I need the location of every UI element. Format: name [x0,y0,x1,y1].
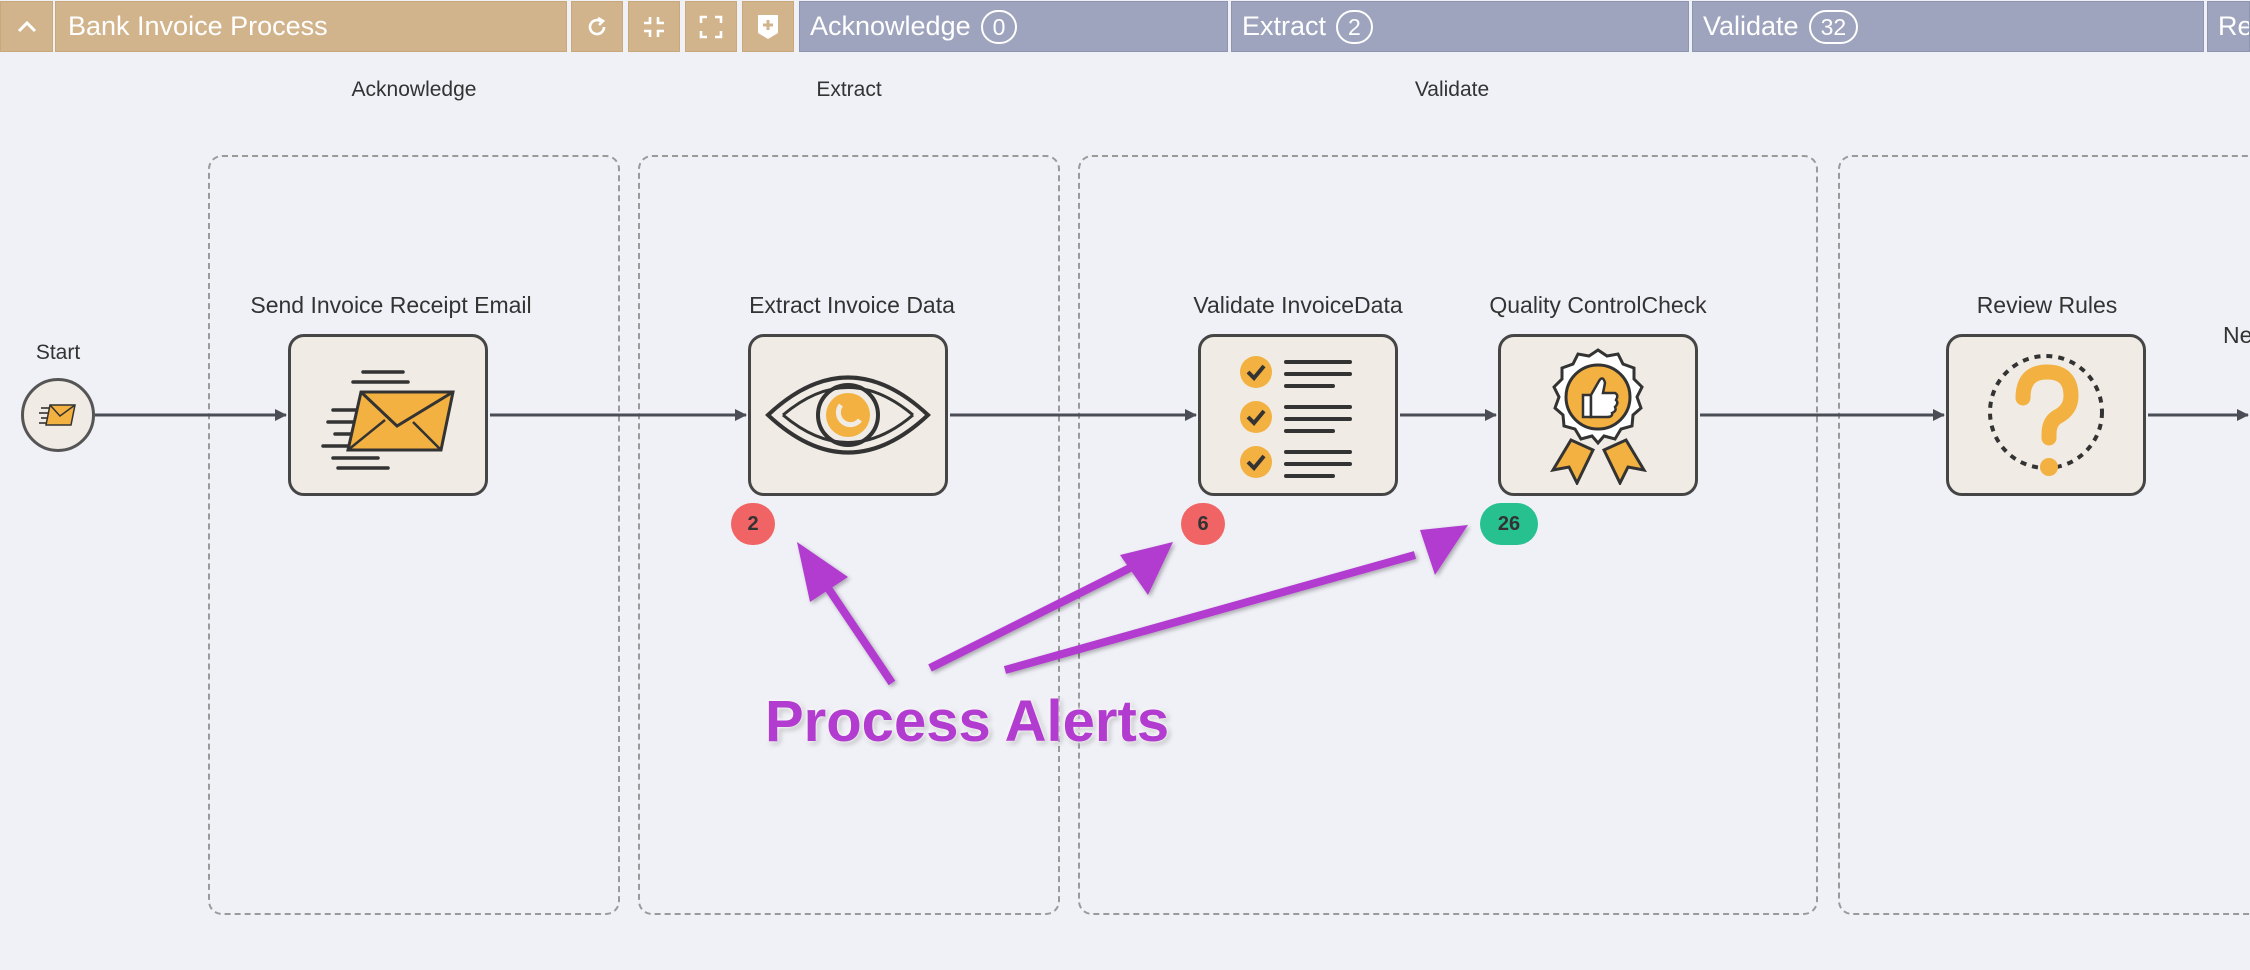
task-validate-invoicedata[interactable] [1198,334,1398,496]
stage-tab-acknowledge[interactable]: Acknowledge 0 [799,1,1228,52]
task-review-rules[interactable] [1946,334,2146,496]
alert-badge-validate-invoicedata[interactable]: 6 [1181,503,1225,545]
award-ribbon-icon [1549,348,1647,485]
add-note-button[interactable] [742,1,794,52]
refresh-icon [588,16,606,35]
stage-tab-extract[interactable]: Extract 2 [1231,1,1689,52]
stage-count-badge: 32 [1808,9,1859,44]
alert-badge-quality-controlcheck[interactable]: 26 [1480,503,1538,545]
sticky-note-plus-icon [758,14,778,39]
stage-count-badge: 2 [1336,9,1373,44]
collapse-all-button[interactable] [628,1,680,52]
task-label-review-rules: Review Rules [1976,292,2118,318]
task-label-extract-invoice-data: Extract Invoice Data [749,292,955,318]
task-send-invoice-receipt-email[interactable] [288,334,488,496]
start-event[interactable] [21,378,95,452]
stage-tab-validate[interactable]: Validate 32 [1692,1,2204,52]
task-extract-invoice-data[interactable] [748,334,948,496]
chevron-up-icon [17,20,36,32]
task-label-quality-controlcheck: Quality ControlCheck [1489,292,1707,318]
top-toolbar: Bank Invoice Process Acknowledge 0 Extr [0,0,2250,53]
refresh-button[interactable] [571,1,623,52]
process-title: Bank Invoice Process [55,1,567,52]
stage-header-extract: Extract [816,78,882,101]
task-label-validate-invoicedata: Validate InvoiceData [1193,292,1403,318]
stage-tab-review[interactable]: Re [2207,1,2250,52]
lane-validate [1078,155,1818,915]
stage-tab-label: Validate [1703,11,1799,41]
stage-header-acknowledge: Acknowledge [351,78,477,101]
stage-header-validate: Validate [1414,78,1490,101]
envelope-icon [321,370,455,470]
task-label-next-cut-off: Ne [2223,322,2250,348]
task-quality-controlcheck[interactable] [1498,334,1698,496]
stage-tab-label: Extract [1242,11,1327,41]
eye-icon [765,375,931,455]
alert-badge-extract-invoice-data[interactable]: 2 [731,503,775,545]
expand-all-button[interactable] [685,1,737,52]
lane-extract [638,155,1060,915]
checklist-icon [1240,356,1352,478]
stage-count-badge: 0 [980,9,1018,44]
annotation-arrow-2 [928,564,1132,672]
question-icon [1988,354,2104,476]
annotation-arrow-1 [824,585,896,686]
start-label: Start [35,341,81,364]
process-alerts-annotation: Process Alerts [765,689,1170,754]
envelope-icon [39,404,76,426]
task-label-send-invoice-receipt-email: Send Invoice Receipt Email [250,292,532,318]
stage-tab-label: Acknowledge [810,11,971,41]
lane-acknowledge [208,155,620,915]
stage-tab-label: Re [2218,11,2250,41]
expand-icon [699,15,723,38]
lane-review [1838,155,2250,915]
compress-icon [644,16,664,37]
collapse-button[interactable] [0,1,53,52]
annotation-arrow-3 [1003,551,1417,674]
